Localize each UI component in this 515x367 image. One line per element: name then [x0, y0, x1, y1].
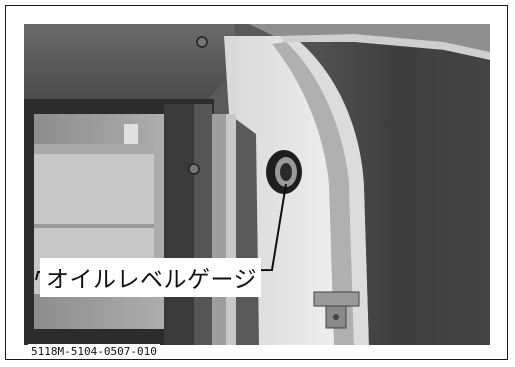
figure-id: 5118M-5104-0507-010	[28, 344, 160, 359]
oil-level-gauge-icon	[266, 150, 302, 194]
oil-level-gauge-label: オイルレベルゲージ	[40, 258, 262, 297]
